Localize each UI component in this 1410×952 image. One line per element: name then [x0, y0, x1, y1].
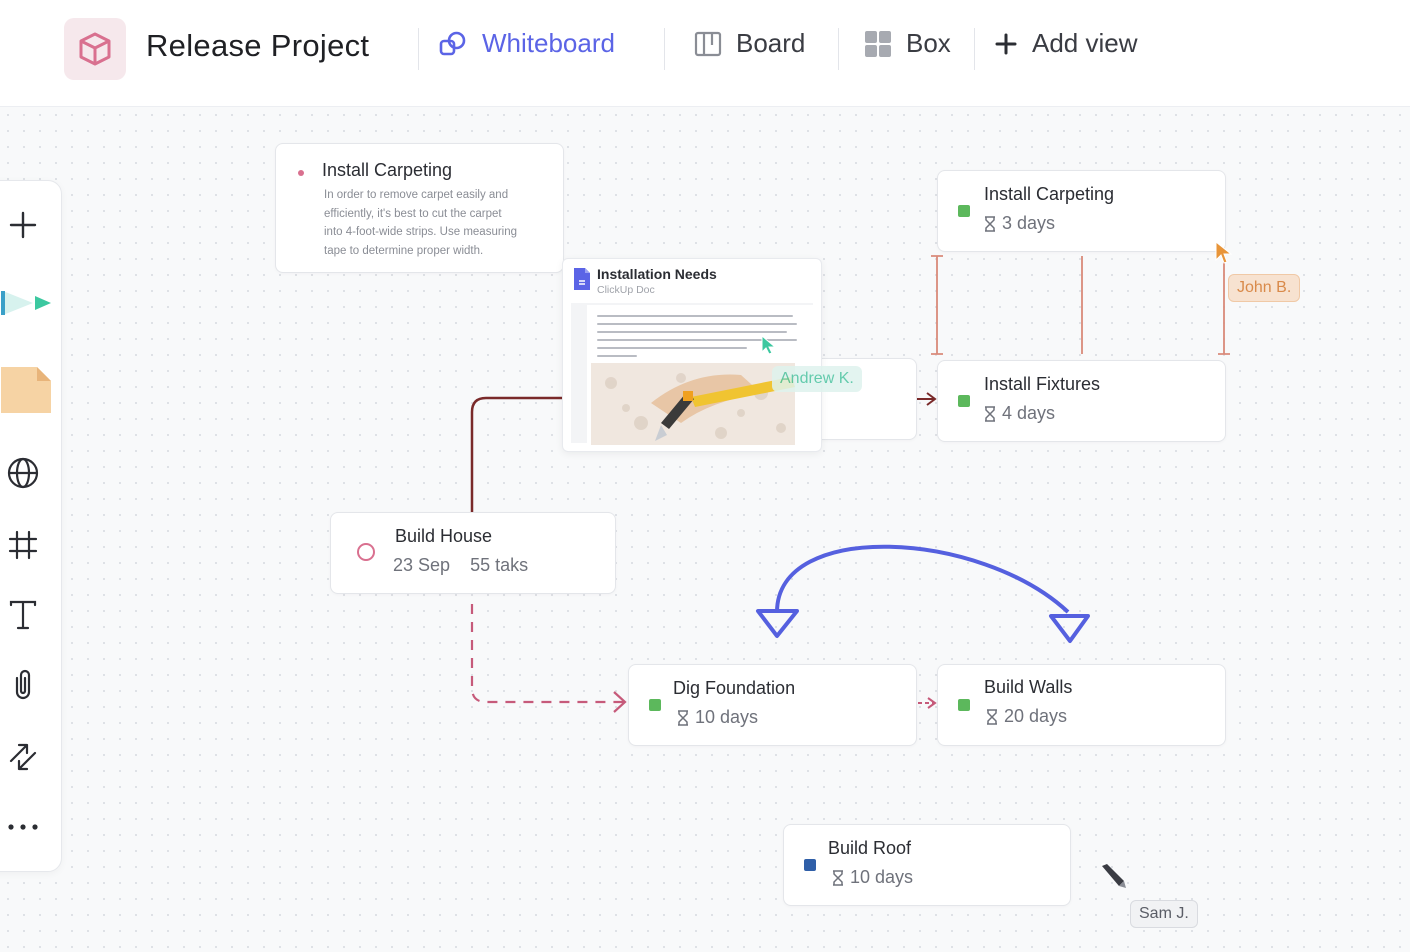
status-ring-icon	[357, 543, 375, 561]
sam-marker-cursor-icon	[1100, 862, 1126, 888]
task-card-build-house[interactable]: Build House 23 Sep 55 taks	[330, 512, 616, 594]
top-header: Release Project Whiteboard Board Box Add	[0, 0, 1410, 107]
status-square	[649, 699, 661, 711]
doc-preview	[571, 303, 813, 445]
whiteboard-icon	[439, 31, 466, 55]
task-title: Dig Foundation	[673, 678, 796, 698]
task-duration: 3 days	[984, 213, 1055, 234]
text-line	[597, 347, 747, 349]
duration-text: 3 days	[1002, 213, 1056, 233]
text-icon[interactable]	[3, 595, 43, 635]
hourglass-icon	[985, 405, 995, 422]
tab-whiteboard[interactable]: Whiteboard	[438, 28, 615, 59]
hourglass-icon	[833, 869, 843, 886]
duration-text: 4 days	[1002, 403, 1056, 423]
task-duration: 10 days	[832, 867, 913, 888]
text-line	[597, 315, 793, 317]
attachment-icon[interactable]	[3, 665, 43, 705]
text-line	[597, 339, 797, 341]
andrew-cursor-icon	[761, 334, 777, 355]
andrew-label: Andrew K.	[772, 366, 862, 392]
project-cube-icon[interactable]	[64, 18, 126, 80]
tab-label: Board	[736, 28, 806, 58]
task-title: Install Carpeting	[984, 184, 1115, 204]
doc-title: Installation Needs	[597, 266, 717, 282]
john-label: John B.	[1228, 274, 1301, 302]
status-square	[958, 205, 970, 217]
header-divider	[974, 28, 975, 70]
task-duration: 20 days	[986, 706, 1067, 727]
doc-card[interactable]: Installation Needs ClickUp Doc	[562, 258, 822, 452]
status-square	[958, 699, 970, 711]
box-grid-icon	[865, 30, 891, 57]
carpet-cutting-image	[591, 363, 795, 445]
john-cursor-icon	[1215, 240, 1233, 264]
header-divider	[838, 28, 839, 70]
task-title: Build Roof	[828, 838, 912, 858]
sticky-note-icon[interactable]	[0, 363, 53, 417]
task-card-build-roof[interactable]: Build Roof 10 days	[783, 824, 1071, 906]
note-line: In order to remove carpet easily and	[324, 189, 509, 201]
left-toolbar	[0, 180, 62, 872]
task-meta: 23 Sep 55 taks	[393, 555, 528, 576]
note-line: tape to determine proper width.	[324, 244, 484, 257]
hourglass-icon	[987, 708, 997, 725]
connector-icon[interactable]	[3, 737, 43, 777]
note-body: In order to remove carpet easily and eff…	[324, 186, 544, 260]
task-count: 55 taks	[470, 555, 529, 575]
header-divider	[418, 28, 419, 70]
tab-label: Box	[906, 28, 951, 58]
status-square	[958, 395, 970, 407]
header-divider	[664, 28, 665, 70]
text-line	[597, 323, 797, 325]
sam-label: Sam J.	[1130, 900, 1198, 928]
doc-subtitle: ClickUp Doc	[597, 284, 655, 296]
note-bullet-icon	[298, 170, 304, 176]
hourglass-icon	[985, 215, 995, 232]
tab-label: Whiteboard	[482, 28, 615, 58]
hourglass-icon	[678, 709, 688, 726]
tab-box[interactable]: Box	[864, 28, 951, 59]
note-line: efficiently, it's best to cut the carpet	[324, 207, 502, 220]
whiteboard-canvas[interactable]	[0, 107, 1410, 952]
task-duration: 10 days	[677, 707, 758, 728]
doc-page	[587, 305, 813, 445]
task-card-install-carpeting[interactable]: Install Carpeting 3 days	[937, 170, 1226, 252]
page-title: Release Project	[146, 28, 370, 63]
plus-icon	[995, 33, 1017, 54]
tab-label: Add view	[1032, 28, 1138, 58]
note-title: Install Carpeting	[322, 160, 453, 180]
pen-icon[interactable]	[0, 283, 57, 323]
task-title: Install Fixtures	[984, 374, 1101, 394]
text-line	[597, 331, 787, 333]
task-title: Build Walls	[984, 677, 1073, 697]
plus-icon[interactable]	[3, 205, 43, 245]
duration-text: 20 days	[1004, 706, 1068, 726]
document-icon	[574, 268, 590, 290]
frame-icon[interactable]	[3, 525, 43, 565]
note-line: into 4-foot-wide strips. Use measuring	[324, 226, 518, 238]
status-square	[804, 859, 816, 871]
task-card-build-walls[interactable]: Build Walls 20 days	[937, 664, 1226, 746]
duration-text: 10 days	[850, 867, 914, 887]
note-card[interactable]: Install Carpeting In order to remove car…	[275, 143, 564, 273]
board-icon	[694, 31, 722, 56]
task-duration: 4 days	[984, 403, 1055, 424]
more-icon[interactable]	[3, 807, 43, 847]
text-line	[597, 355, 637, 357]
task-title: Build House	[395, 526, 493, 546]
add-view-button[interactable]: Add view	[994, 28, 1138, 59]
task-date: 23 Sep	[393, 555, 451, 575]
tab-board[interactable]: Board	[694, 28, 805, 59]
duration-text: 10 days	[695, 707, 759, 727]
task-card-dig-foundation[interactable]: Dig Foundation 10 days	[628, 664, 917, 746]
task-card-install-fixtures[interactable]: Install Fixtures 4 days	[937, 360, 1226, 442]
globe-icon[interactable]	[3, 453, 43, 493]
